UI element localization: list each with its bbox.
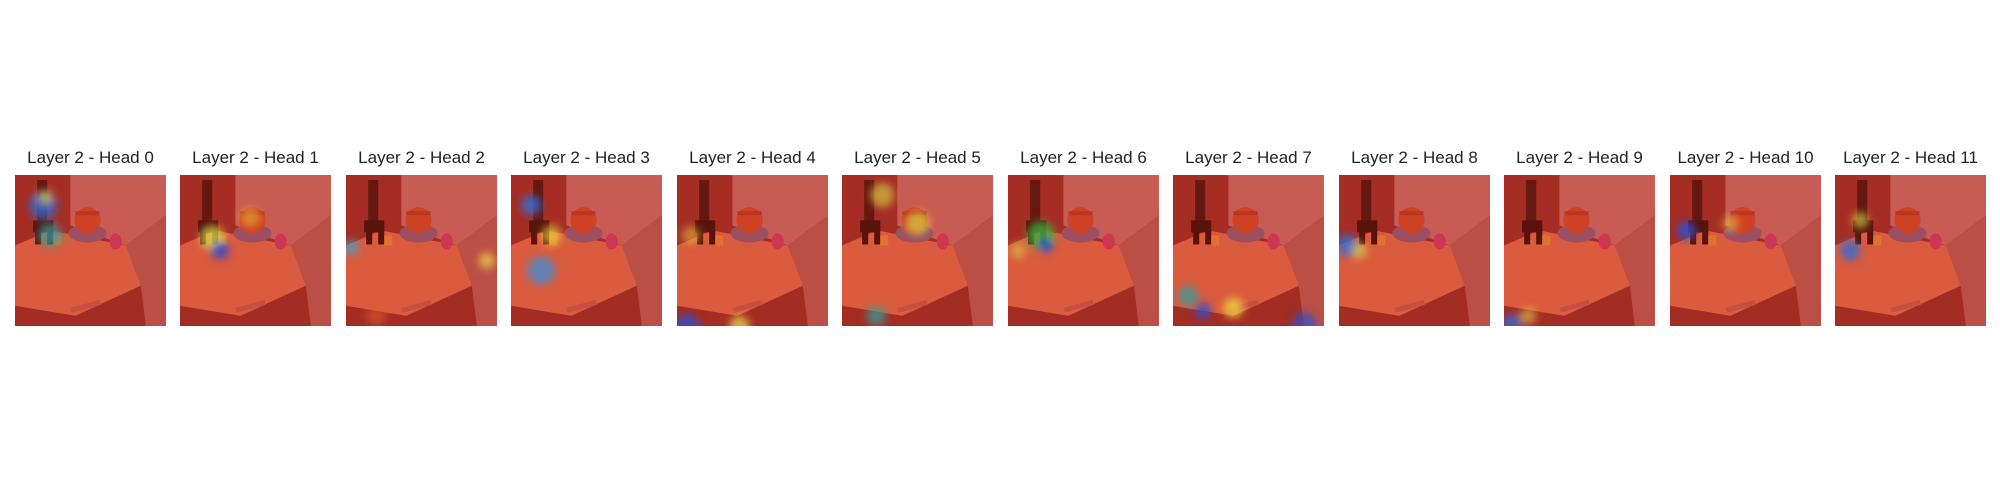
- attention-hotspot: [870, 183, 895, 208]
- panel-title: Layer 2 - Head 1: [192, 148, 319, 167]
- panel-title: Layer 2 - Head 6: [1020, 148, 1147, 167]
- heatmap-panel: Layer 2 - Head 0: [15, 148, 166, 328]
- attention-hotspot: [366, 305, 387, 326]
- attention-overlay: [1504, 175, 1655, 326]
- heatmap-panel: Layer 2 - Head 9: [1504, 148, 1655, 328]
- panel-title: Layer 2 - Head 4: [689, 148, 816, 167]
- attention-heatmap-image: [842, 175, 993, 326]
- attention-heatmap-image: [1008, 175, 1159, 326]
- attention-hotspots: [1178, 285, 1316, 326]
- attention-hotspots: [1677, 215, 1739, 240]
- attention-hotspot: [1840, 240, 1861, 261]
- scene-layer: [1835, 175, 1986, 326]
- attention-hotspot: [677, 313, 700, 326]
- attention-hotspot: [729, 315, 750, 326]
- attention-hotspot: [211, 241, 230, 260]
- attention-hotspot: [1195, 302, 1212, 319]
- panel-title: Layer 2 - Head 2: [358, 148, 485, 167]
- attention-hotspot: [905, 211, 930, 236]
- attention-hotspots: [200, 207, 261, 260]
- attention-overlay: [180, 175, 331, 326]
- scene-layer: [180, 175, 331, 326]
- panel-title: Layer 2 - Head 5: [854, 148, 981, 167]
- attention-heatmap-image: [1339, 175, 1490, 326]
- attention-hotspots: [346, 239, 495, 326]
- panel-title: Layer 2 - Head 8: [1351, 148, 1478, 167]
- scene-layer: [1008, 175, 1159, 326]
- attention-hotspots: [677, 226, 750, 326]
- attention-hotspot: [38, 190, 53, 205]
- attention-heatmap-image: [1504, 175, 1655, 326]
- attention-hotspots: [1504, 307, 1537, 326]
- heatmap-panel: Layer 2 - Head 3: [511, 148, 662, 328]
- scene-layer: [1504, 175, 1655, 326]
- attention-heatmap-image: [511, 175, 662, 326]
- attention-heatmap-image: [1670, 175, 1821, 326]
- attention-hotspots: [29, 190, 63, 248]
- scene-layer: [677, 175, 828, 326]
- scene-layer: [1173, 175, 1324, 326]
- attention-hotspot: [1178, 285, 1199, 306]
- heatmap-panel: Layer 2 - Head 6: [1008, 148, 1159, 328]
- attention-hotspot: [1722, 215, 1739, 232]
- heatmap-panel: Layer 2 - Head 1: [180, 148, 331, 328]
- attention-hotspots: [1010, 221, 1056, 259]
- scene-layer: [15, 175, 166, 326]
- panel-title: Layer 2 - Head 0: [27, 148, 154, 167]
- scene-layer: [346, 175, 497, 326]
- heatmap-panel: Layer 2 - Head 11: [1835, 148, 1986, 328]
- heatmap-panel: Layer 2 - Head 5: [842, 148, 993, 328]
- attention-hotspots: [866, 183, 930, 326]
- attention-hotspot: [1223, 297, 1244, 318]
- attention-overlay: [842, 175, 993, 326]
- scene-layer: [1670, 175, 1821, 326]
- heatmap-panel: Layer 2 - Head 8: [1339, 148, 1490, 328]
- attention-heatmap-image: [1835, 175, 1986, 326]
- attention-hotspot: [240, 207, 261, 228]
- attention-hotspot: [521, 195, 542, 216]
- heatmap-panel: Layer 2 - Head 2: [346, 148, 497, 328]
- attention-overlay: [1670, 175, 1821, 326]
- panel-title: Layer 2 - Head 10: [1677, 148, 1814, 167]
- heatmap-panel: Layer 2 - Head 10: [1670, 148, 1821, 328]
- attention-hotspot: [478, 252, 495, 269]
- attention-overlay: [346, 175, 497, 326]
- attention-hotspot: [346, 239, 360, 256]
- attention-heatmap-image: [15, 175, 166, 326]
- heatmap-panel: Layer 2 - Head 4: [677, 148, 828, 328]
- heatmap-panel: Layer 2 - Head 7: [1173, 148, 1324, 328]
- attention-overlay: [1173, 175, 1324, 326]
- attention-hotspot: [1520, 307, 1537, 324]
- attention-hotspot: [1039, 238, 1054, 253]
- attention-hotspot: [1504, 313, 1523, 326]
- attention-hotspot: [1010, 242, 1027, 259]
- attention-hotspot: [866, 305, 887, 326]
- attention-hotspot: [682, 226, 701, 245]
- attention-hotspots: [1840, 212, 1869, 261]
- attention-heatmap-image: [677, 175, 828, 326]
- attention-overlay: [677, 175, 828, 326]
- attention-heatmap-image: [1173, 175, 1324, 326]
- attention-hotspot: [527, 256, 556, 285]
- attention-hotspot: [541, 225, 562, 246]
- attention-hotspot: [38, 223, 63, 248]
- panel-title: Layer 2 - Head 7: [1185, 148, 1312, 167]
- attention-hotspot: [1291, 311, 1316, 326]
- attention-overlay: [1008, 175, 1159, 326]
- panel-title: Layer 2 - Head 3: [523, 148, 650, 167]
- attention-heatmap-image: [346, 175, 497, 326]
- panel-title: Layer 2 - Head 11: [1843, 148, 1978, 167]
- attention-hotspot: [1351, 242, 1368, 259]
- attention-heatmap-image: [180, 175, 331, 326]
- panel-title: Layer 2 - Head 9: [1516, 148, 1643, 167]
- attention-hotspot: [1852, 212, 1869, 229]
- attention-hotspots: [1339, 234, 1368, 259]
- attention-hotspot: [1677, 221, 1696, 240]
- attention-hotspots: [521, 195, 562, 285]
